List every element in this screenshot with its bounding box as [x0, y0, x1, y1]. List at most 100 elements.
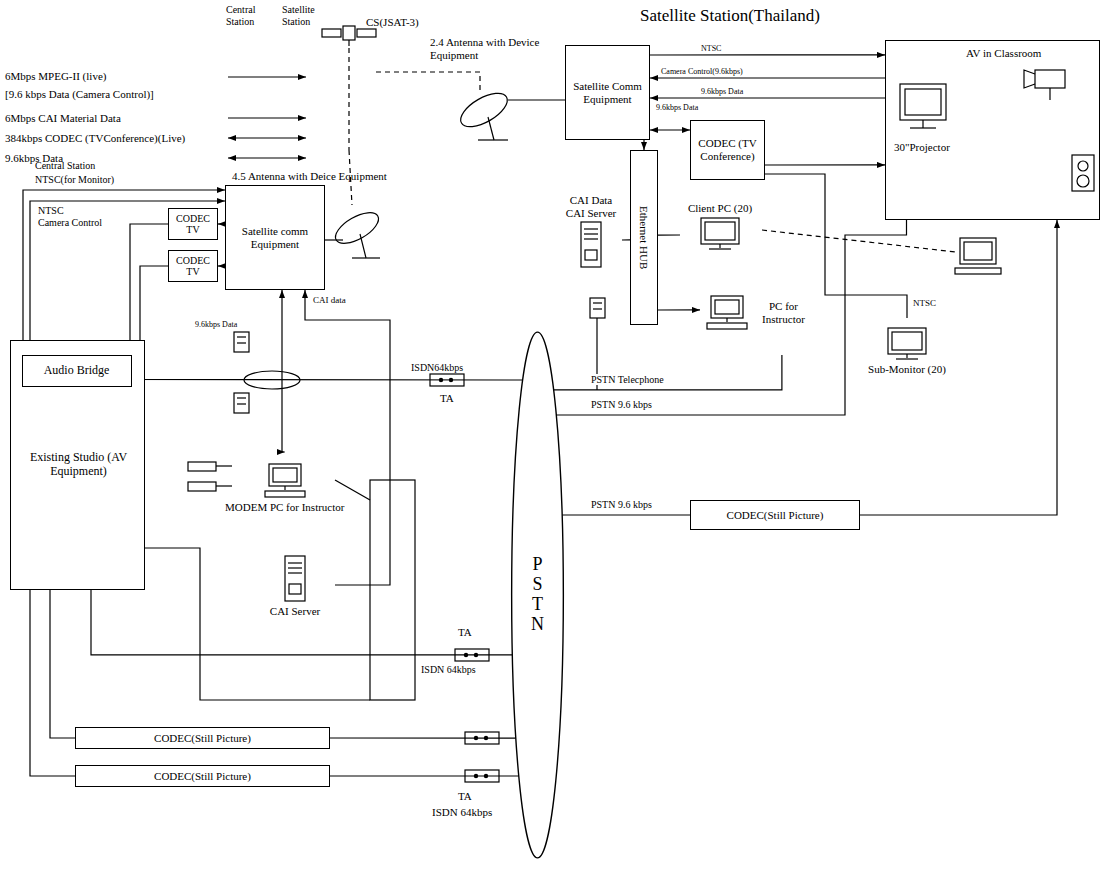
text-label: Satellite Station(Thailand): [640, 6, 820, 26]
codec-box: CODEC(Still Picture): [690, 500, 860, 530]
speaker: [1072, 155, 1094, 191]
connector: [130, 224, 168, 340]
instructor-pc: MODEM PC for Instructor: [222, 452, 347, 522]
text-label: Central Station: [226, 4, 268, 27]
text-label: 9.6kbps Data: [195, 320, 237, 329]
text-label: TA: [458, 626, 472, 639]
cai-server: CAI Server: [255, 545, 335, 625]
sub-monitor: Sub-Monitor (20): [862, 318, 952, 383]
node-text: CODEC(Still Picture): [727, 509, 824, 522]
node-text: CAI Server: [270, 605, 320, 618]
client-pc: Client PC (20): [680, 195, 760, 260]
node-text: CODEC (TV Conference): [693, 137, 762, 162]
connector: [658, 309, 700, 310]
server-icon: [280, 554, 310, 604]
connector: [218, 265, 225, 266]
node-text: P S T N: [529, 555, 547, 634]
node-text: Sub-Monitor (20): [868, 363, 946, 376]
connector: [132, 379, 523, 381]
wire: [145, 548, 370, 700]
node-text: Audio Bridge: [44, 364, 110, 378]
connector: [330, 775, 519, 776]
connector-label: 9.6kbps Data: [700, 88, 744, 97]
antenna-feed: [325, 239, 343, 240]
connector: [330, 737, 516, 738]
satellite-comm-box: Satellite comm Equipment: [225, 185, 325, 290]
connector-label: PSTN Telecphone: [590, 374, 665, 385]
text-label: 2.4 Antenna with Device Equipment: [430, 36, 580, 61]
node-text: CODEC(Still Picture): [154, 732, 251, 745]
video-camera: [1024, 70, 1065, 100]
connector: [650, 97, 885, 98]
audio-bridge-box: Audio Bridge: [22, 355, 132, 387]
text-label: NTSC(for Monitor): [35, 174, 114, 186]
text-label: 384kbps CODEC (TVConference)(Live): [5, 132, 185, 145]
antenna-dish: [455, 87, 512, 140]
node-text: CODEC TV: [171, 255, 215, 278]
node-text: CAI Data CAI Server: [562, 194, 620, 219]
codec-box: CODEC TV: [168, 208, 218, 240]
connector: [305, 290, 390, 585]
modem: [188, 462, 216, 471]
classroom-box: AV in Classroom30"Projector: [885, 40, 1100, 220]
pstn-cloud: P S T N: [510, 330, 565, 860]
server-icon: [576, 220, 606, 270]
codec-box: CODEC (TV Conference): [690, 120, 765, 180]
pc-icon: [263, 462, 307, 500]
connector: [218, 223, 225, 224]
satellite: [322, 26, 376, 46]
connector-label: CAI data: [312, 296, 347, 306]
node-text: Ethernet HUB: [638, 206, 651, 269]
connector: [658, 234, 680, 235]
connector: [23, 190, 225, 340]
modem: [188, 482, 216, 491]
text-label: [9.6 kbps Data (Camera Control)]: [5, 88, 154, 101]
connector: [643, 140, 644, 150]
rate-arrow: [228, 137, 306, 138]
projector-screen: [900, 84, 946, 128]
node-text: Client PC (20): [688, 202, 752, 215]
connector: [622, 239, 630, 240]
connector-label: PSTN 9.6 kbps: [590, 499, 653, 510]
text-label: Central Station: [35, 160, 95, 172]
connector: [765, 164, 885, 165]
instructor-pc: PC for Instructor: [700, 270, 817, 355]
codec-box: CODEC TV: [168, 250, 218, 282]
codec-box: CODEC(Still Picture): [75, 727, 330, 749]
connector: [50, 590, 75, 738]
connector-label: Camera Control(9.6kbps): [660, 68, 744, 77]
node-text: 30"Projector: [894, 141, 950, 154]
node-text: MODEM PC for Instructor: [225, 501, 344, 514]
telephone: [234, 332, 249, 352]
connector: [860, 220, 1057, 515]
text-label: CS(JSAT-3): [366, 16, 419, 29]
connector-label: NTSC: [700, 45, 722, 54]
text-label: 4.5 Antenna with Deice Equipment: [232, 170, 387, 183]
text-label: TA: [458, 790, 472, 803]
monitor-icon: [697, 216, 743, 252]
connector-label: ISDN64kbps: [410, 362, 464, 373]
network-link: [762, 230, 956, 252]
connector: [556, 220, 906, 415]
connector-label: 9.6kbps Data: [655, 104, 699, 113]
connector: [282, 290, 285, 452]
distribution-box: [370, 480, 415, 700]
terminal-adapter: [430, 374, 499, 782]
connector: [650, 129, 690, 130]
satellite-link: [376, 72, 480, 92]
node-text: Existing Studio (AV Equipment): [26, 451, 131, 479]
connector: [650, 54, 885, 55]
connector-label: ISDN 64kbps: [420, 664, 477, 675]
satellite-comm-box: Satellite Comm Equipment: [565, 45, 650, 140]
studio-box: Existing Studio (AV Equipment) Audio Brid…: [10, 340, 145, 590]
connector: [30, 201, 225, 340]
connector-label: PSTN 9.6 kbps: [590, 399, 653, 410]
rate-arrow: [228, 157, 306, 158]
connector: [30, 590, 75, 776]
client-pc: [955, 238, 1001, 274]
node-text: CODEC TV: [171, 213, 215, 236]
connector: [650, 77, 885, 78]
telephone: [234, 393, 249, 413]
node-text: PC for Instructor: [752, 300, 815, 325]
text-label: TA: [440, 392, 454, 405]
